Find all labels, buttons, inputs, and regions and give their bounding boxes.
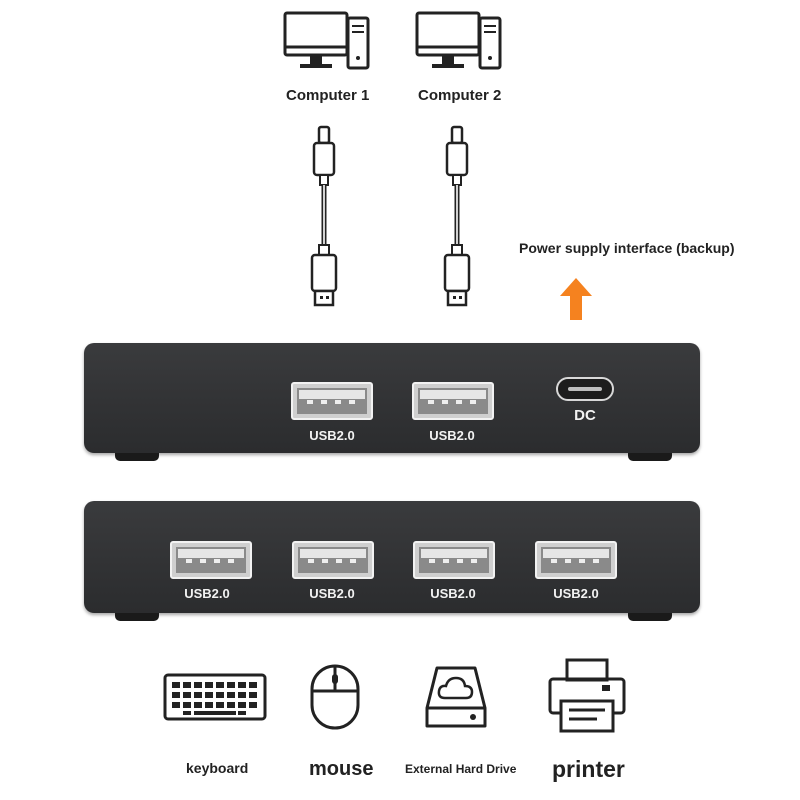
keyboard-icon — [163, 673, 267, 721]
usb-a-port-icon[interactable] — [291, 382, 373, 420]
device-foot — [628, 613, 672, 621]
usb-port-label: USB2.0 — [309, 586, 355, 601]
usb-a-port-icon[interactable] — [535, 541, 617, 579]
computer-2-label: Computer 2 — [418, 87, 502, 104]
desktop-computer-icon — [283, 11, 370, 70]
mouse-icon — [310, 664, 360, 730]
printer-icon — [548, 658, 626, 733]
keyboard-label: keyboard — [186, 760, 249, 776]
usb-a-port-icon[interactable] — [170, 541, 252, 579]
device-foot — [628, 453, 672, 461]
usb-port-label: USB2.0 — [553, 586, 599, 601]
usb-a-port-icon[interactable] — [413, 541, 495, 579]
usb-cable-icon — [310, 125, 338, 307]
dc-label: DC — [574, 407, 596, 424]
usb-c-port-icon[interactable] — [556, 377, 614, 401]
power-supply-label: Power supply interface (backup) — [519, 240, 735, 256]
usb-port-label: USB2.0 — [184, 586, 230, 601]
usb-a-port-icon[interactable] — [412, 382, 494, 420]
usb-port-label: USB2.0 — [309, 428, 355, 443]
usb-a-port-icon[interactable] — [292, 541, 374, 579]
usb-port-label: USB2.0 — [430, 586, 476, 601]
printer-label: printer — [552, 756, 625, 782]
device-foot — [115, 453, 159, 461]
usb-port-label: USB2.0 — [429, 428, 475, 443]
desktop-computer-icon — [415, 11, 502, 70]
device-foot — [115, 613, 159, 621]
external-hard-drive-icon — [425, 666, 487, 728]
computer-1-label: Computer 1 — [286, 87, 370, 104]
usb-cable-icon — [443, 125, 471, 307]
arrow-up-icon — [560, 278, 592, 320]
external-hard-drive-label: External Hard Drive — [405, 762, 517, 776]
mouse-label: mouse — [309, 758, 374, 780]
